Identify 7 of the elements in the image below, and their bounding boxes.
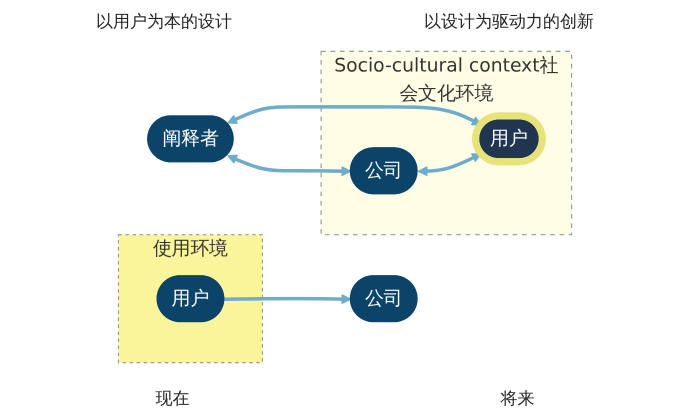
caption-label: 将来 xyxy=(500,388,534,410)
arrow xyxy=(224,294,352,304)
caption-label: 现在 xyxy=(156,388,190,410)
arrow xyxy=(418,153,482,176)
heading: 以设计为驱动力的创新 xyxy=(424,11,594,33)
arrow xyxy=(227,154,352,176)
heading: 以用户为本的设计 xyxy=(96,11,232,33)
